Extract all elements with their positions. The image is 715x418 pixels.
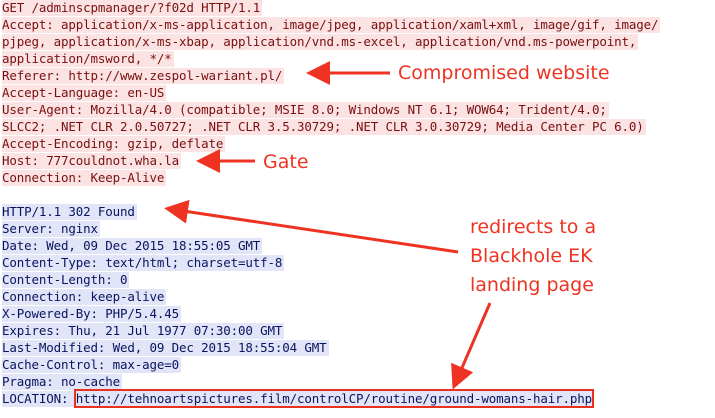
- response-header-last-modified: Last-Modified: Wed, 09 Dec 2015 18:55:04…: [2, 340, 329, 356]
- arrow-to-location-url: [451, 302, 492, 390]
- response-header-date: Date: Wed, 09 Dec 2015 18:55:05 GMT: [2, 238, 263, 254]
- response-header-content-type: Content-Type: text/html; charset=utf-8: [2, 255, 285, 271]
- response-header-cache-control: Cache-Control: max-age=0: [2, 357, 182, 373]
- annotation-redirect-line-2: Blackhole EK: [470, 245, 593, 267]
- request-header-accept-encoding: Accept-Encoding: gzip, deflate: [2, 136, 226, 152]
- response-header-expires: Expires: Thu, 21 Jul 1977 07:30:00 GMT: [2, 323, 285, 339]
- request-header-connection: Connection: Keep-Alive: [2, 170, 167, 186]
- response-header-location: LOCATION: http://tehnoartspictures.film/…: [2, 389, 595, 408]
- annotation-redirect-line-3: landing page: [470, 274, 594, 296]
- response-status-line: HTTP/1.1 302 Found: [2, 204, 137, 220]
- request-header-user-agent-cont: SLCC2; .NET CLR 2.0.50727; .NET CLR 3.5.…: [2, 119, 646, 135]
- request-header-host: Host: 777couldnot.wha.la: [2, 153, 182, 169]
- request-header-accept: Accept: application/x-ms-application, im…: [2, 17, 661, 33]
- request-header-accept-cont: application/msword, */*: [2, 51, 174, 67]
- location-label: LOCATION:: [2, 391, 76, 406]
- response-header-content-length: Content-Length: 0: [2, 272, 130, 288]
- response-header-connection: Connection: keep-alive: [2, 289, 167, 305]
- annotation-redirect-line-1: redirects to a: [470, 216, 597, 238]
- annotation-compromised-website: Compromised website: [398, 62, 610, 84]
- response-header-server: Server: nginx: [2, 221, 100, 237]
- request-header-user-agent: User-Agent: Mozilla/4.0 (compatible; MSI…: [2, 102, 609, 118]
- response-header-x-powered-by: X-Powered-By: PHP/5.4.45: [2, 306, 182, 322]
- request-line: GET /adminscpmanager/?f02d HTTP/1.1: [2, 0, 263, 16]
- response-header-pragma: Pragma: no-cache: [2, 374, 123, 390]
- request-header-accept-cont: pjpeg, application/x-ms-xbap, applicatio…: [2, 34, 639, 50]
- annotation-gate: Gate: [263, 151, 309, 173]
- location-url-highlight: http://tehnoartspictures.film/controlCP/…: [73, 389, 595, 408]
- request-header-referer: Referer: http://www.zespol-wariant.pl/: [2, 68, 285, 84]
- request-header-accept-language: Accept-Language: en-US: [2, 85, 167, 101]
